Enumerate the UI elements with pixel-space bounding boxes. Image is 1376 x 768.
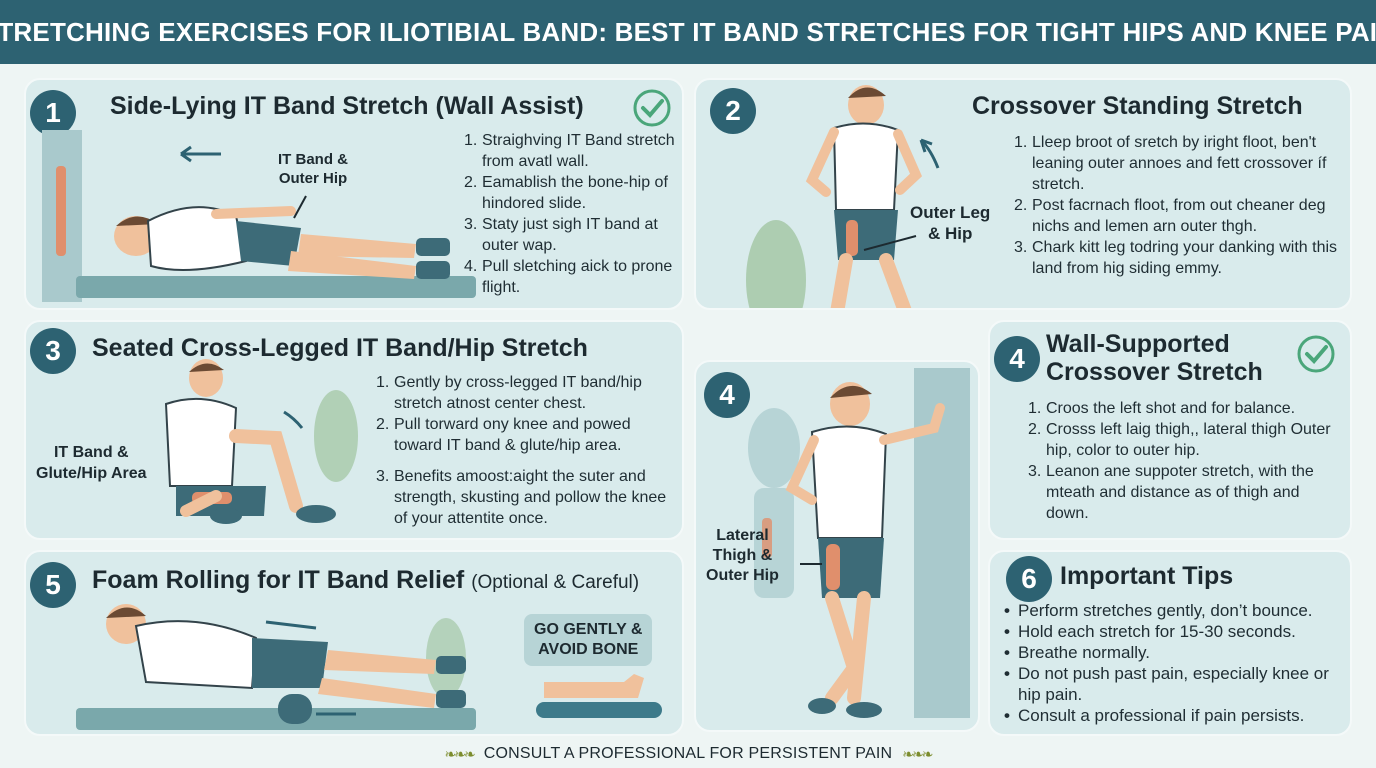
step-number-badge: 3 <box>30 328 76 374</box>
card-side-lying-stretch: 1 Side-Lying IT Band Stretch (Wall Assis… <box>24 78 684 310</box>
step-number-badge: 1 <box>30 90 76 136</box>
step-item: 3.Leanon ane suppoter stretch, with the … <box>1028 463 1314 522</box>
step-item: 3.Benefits amoost:aight the suter and st… <box>376 468 667 527</box>
card-title: Crossover Standing Stretch <box>972 92 1303 120</box>
step-number-badge: 4 <box>994 336 1040 382</box>
step-list: 1.Gently by cross-legged IT band/hip str… <box>376 372 676 529</box>
target-area-callout: IT Band & Glute/Hip Area <box>36 444 147 482</box>
card-title: Foam Rolling for IT Band Relief (Optiona… <box>92 566 640 594</box>
card-wall-supported-crossover: 4 Wall-Supported Crossover Stretch 1.Cro… <box>988 320 1352 540</box>
foam-rolling-figure-illustration <box>76 604 476 730</box>
card-seated-cross-legged-stretch: 3 Seated Cross-Legged IT Band/Hip Stretc… <box>24 320 684 540</box>
step-list: 1.Lleep broot of sretch by iright floot,… <box>1014 132 1344 279</box>
tip-item: •Hold each stretch for 15-30 seconds. <box>1004 622 1296 641</box>
card-title: Wall-Supported Crossover Stretch <box>1046 330 1263 386</box>
card-wall-lean-illustration: 4 Lateral Thigh & Outer Hip <box>694 360 980 732</box>
target-area-callout: Lateral Thigh & Outer Hip <box>706 527 779 584</box>
tip-item: •Breathe normally. <box>1004 643 1150 662</box>
step-number-badge: 4 <box>704 372 750 418</box>
step-number-badge: 2 <box>710 88 756 134</box>
step-item: 1.Straighving IT Band stretch from avatl… <box>464 132 675 170</box>
card-title: Important Tips <box>1060 562 1234 590</box>
leaf-ornament-icon: ❧❧❧ <box>902 745 933 762</box>
step-item: 2.Eamablish the bone-hip of hindored sli… <box>464 174 668 212</box>
standing-crossover-figure-illustration <box>746 85 940 308</box>
card-important-tips: 6 Important Tips •Perform stretches gent… <box>988 550 1352 736</box>
check-icon <box>1297 335 1335 373</box>
step-item: 4.Pull sletching aick to prone flight. <box>464 258 673 296</box>
target-area-callout: IT Band & Outer Hip <box>278 151 348 187</box>
target-area-callout: Outer Leg & Hip <box>910 203 991 243</box>
step-item: 2.Post facrnach floot, from out cheaner … <box>1014 197 1326 235</box>
footer: ❧❧❧ CONSULT A PROFESSIONAL FOR PERSISTEN… <box>0 740 1376 768</box>
wall-lean-figure-illustration <box>748 368 970 718</box>
tip-item: •Perform stretches gently, don’t bounce. <box>1004 601 1313 620</box>
step-list: 1.Croos the left shot and for balance. 2… <box>1028 398 1338 524</box>
tip-item: •Consult a professional if pain persists… <box>1004 706 1305 725</box>
step-list: 1.Straighving IT Band stretch from avatl… <box>464 130 678 298</box>
card-crossover-standing-stretch: 2 Crossover Standing Stretch Outer Leg &… <box>694 78 1352 310</box>
tips-list: •Perform stretches gently, don’t bounce.… <box>1004 600 1344 726</box>
card-title: Side-Lying IT Band Stretch (Wall Assist) <box>110 92 584 120</box>
step-number-badge: 6 <box>1006 556 1052 602</box>
header-banner: STRETCHING EXERCISES FOR ILIOTIBIAL BAND… <box>0 0 1376 64</box>
side-lying-figure-illustration <box>42 130 476 302</box>
leg-on-roller-icon <box>536 674 662 718</box>
check-icon <box>633 89 671 127</box>
step-item: 1.Croos the left shot and for balance. <box>1028 400 1296 417</box>
step-item: 2.Crosss left laig thigh,, lateral thigh… <box>1028 421 1331 459</box>
card-title: Seated Cross-Legged IT Band/Hip Stretch <box>92 334 588 362</box>
card-foam-rolling: 5 Foam Rolling for IT Band Relief (Optio… <box>24 550 684 736</box>
step-item: 1.Gently by cross-legged IT band/hip str… <box>376 374 642 412</box>
step-item: 1.Lleep broot of sretch by iright floot,… <box>1014 134 1327 193</box>
page-title: STRETCHING EXERCISES FOR ILIOTIBIAL BAND… <box>0 16 1376 47</box>
footer-text: CONSULT A PROFESSIONAL FOR PERSISTENT PA… <box>483 745 893 762</box>
step-item: 3.Chark kitt leg todring your danking wi… <box>1014 239 1338 277</box>
tip-item: •Do not push past pain, especially knee … <box>1004 664 1329 704</box>
leaf-ornament-icon: ❧❧❧ <box>444 745 476 762</box>
step-item: 3.Staty just sigh IT band at outer wap. <box>464 216 658 254</box>
caution-box: GO GENTLY & AVOID BONE <box>524 614 653 666</box>
step-number-badge: 5 <box>30 562 76 608</box>
seated-figure-illustration <box>164 359 358 524</box>
step-item: 2.Pull torward ony knee and powed toward… <box>376 416 631 454</box>
